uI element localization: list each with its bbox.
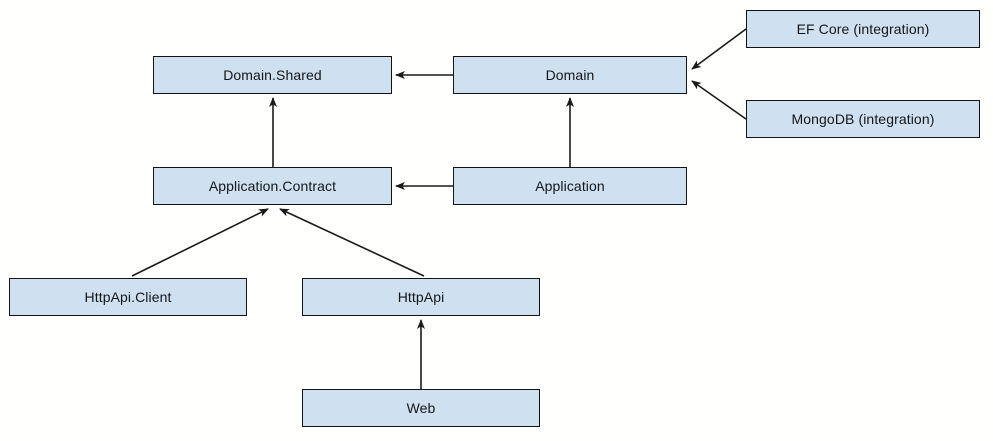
- node-label-application: Application: [535, 178, 605, 194]
- node-application[interactable]: Application: [453, 167, 687, 205]
- edge-httpapi-client-to-application-contract: [131, 208, 269, 277]
- node-label-domain-shared: Domain.Shared: [223, 67, 322, 83]
- edge-mongodb-to-domain: [691, 80, 747, 120]
- edge-httpapi-to-application-contract: [279, 208, 425, 277]
- node-httpapi[interactable]: HttpApi: [302, 278, 540, 316]
- node-ef-core[interactable]: EF Core (integration): [746, 10, 980, 48]
- node-label-application-contract: Application.Contract: [208, 178, 337, 194]
- node-mongodb[interactable]: MongoDB (integration): [746, 100, 980, 138]
- node-label-ef-core: EF Core (integration): [796, 21, 930, 37]
- node-web[interactable]: Web: [302, 389, 540, 427]
- node-httpapi-client[interactable]: HttpApi.Client: [9, 278, 247, 316]
- node-label-domain: Domain: [545, 67, 595, 83]
- node-domain-shared[interactable]: Domain.Shared: [153, 56, 392, 94]
- node-application-contract[interactable]: Application.Contract: [153, 167, 392, 205]
- node-label-mongodb: MongoDB (integration): [791, 111, 935, 127]
- node-label-httpapi-client: HttpApi.Client: [84, 289, 172, 305]
- node-domain[interactable]: Domain: [453, 56, 687, 94]
- node-label-web: Web: [406, 400, 436, 416]
- node-label-httpapi: HttpApi: [397, 289, 445, 305]
- edge-ef-core-to-domain: [691, 28, 747, 70]
